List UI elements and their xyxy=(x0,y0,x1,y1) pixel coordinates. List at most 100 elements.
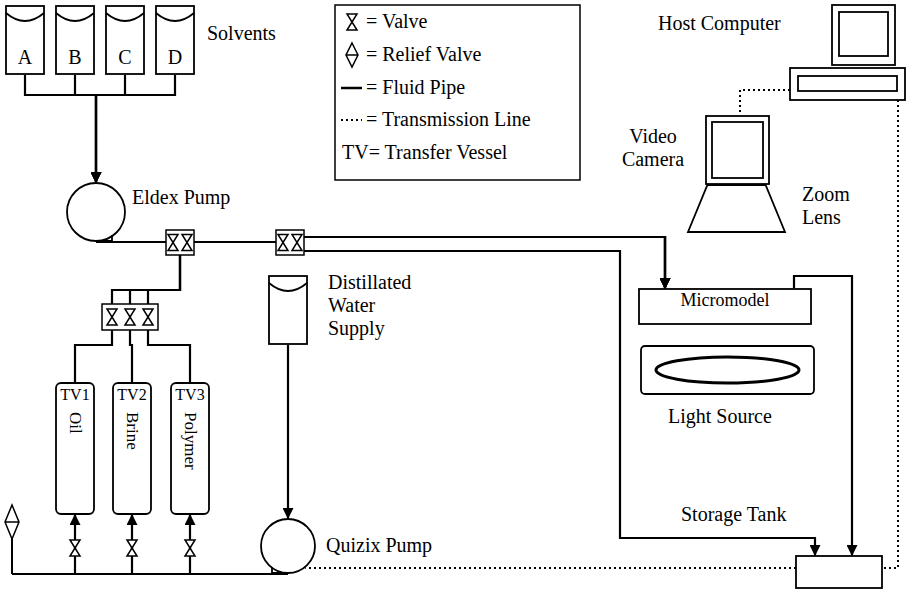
node-text: C xyxy=(118,46,131,69)
valve-box xyxy=(166,230,194,255)
video-camera: Video Camera xyxy=(705,115,770,185)
valve-symbol xyxy=(70,540,80,556)
shape-part xyxy=(688,185,785,232)
node-text: D xyxy=(168,46,182,69)
valve-symbol xyxy=(185,540,195,556)
node-text: Zoom Lens xyxy=(802,183,866,229)
node-text: Micromodel xyxy=(681,290,770,311)
transfer-vessel: TV1Oil xyxy=(55,382,95,515)
light-source: Light Source xyxy=(640,345,815,395)
node-text: Distillated Water Supply xyxy=(328,271,432,340)
valve-symbol xyxy=(127,540,137,556)
shape-part xyxy=(269,276,307,344)
valve-box xyxy=(276,230,304,255)
shape-outline xyxy=(640,345,815,395)
shape-part xyxy=(712,122,763,178)
legend-text: TV= Transfer Vessel xyxy=(342,141,507,164)
shape-part xyxy=(56,383,94,514)
shape-part xyxy=(171,383,209,514)
fluid-pipe xyxy=(287,345,289,518)
shape-part xyxy=(641,346,814,394)
shape-part xyxy=(56,6,94,74)
solvent-bottle: C xyxy=(105,5,145,75)
fluid-pipe xyxy=(96,242,815,555)
shape-part xyxy=(706,116,769,184)
zoom-lens: Zoom Lens xyxy=(688,185,785,232)
shape-outline xyxy=(795,555,883,589)
pump: Quizix Pump xyxy=(260,518,316,574)
shape-outline xyxy=(260,518,316,574)
node-text: Quizix Pump xyxy=(326,534,432,557)
fluid-pipe xyxy=(75,515,288,574)
relief-valve-symbol xyxy=(346,43,358,67)
node-text: Light Source xyxy=(668,405,772,428)
solvent-bottle: B xyxy=(55,5,95,75)
fluid-pipe xyxy=(25,75,96,182)
relief-pipe xyxy=(12,539,75,574)
shape-part xyxy=(56,13,94,21)
pipe-sample xyxy=(341,87,362,90)
shape-part xyxy=(6,6,44,74)
node-text: Storage Tank xyxy=(681,503,786,526)
shape-part xyxy=(796,556,882,588)
fluid-pipe xyxy=(148,237,665,382)
shape-part xyxy=(156,13,194,21)
node-text: A xyxy=(18,46,32,69)
water-bottle: Distillated Water Supply xyxy=(268,275,308,345)
valve-symbol xyxy=(182,235,192,251)
shape-part xyxy=(67,183,125,241)
valve-symbol xyxy=(143,309,153,325)
pump: Eldex Pump xyxy=(66,182,126,242)
legend-box xyxy=(335,5,580,180)
shape-part xyxy=(832,5,895,65)
shape-part xyxy=(272,567,288,573)
shape-part xyxy=(113,383,151,514)
relief-valve-symbol xyxy=(5,505,19,539)
valve-symbol xyxy=(292,235,302,251)
legend-text: = Fluid Pipe xyxy=(366,76,465,99)
shape-outline xyxy=(688,185,785,232)
fluid-pipe xyxy=(130,237,665,382)
shape-part xyxy=(839,12,888,56)
shape-part xyxy=(6,13,44,21)
host-computer: Host Computer xyxy=(790,5,905,100)
shape-part xyxy=(269,283,307,291)
legend-text: = Relief Valve xyxy=(366,43,481,66)
shape-part xyxy=(106,6,144,74)
node-text: B xyxy=(68,46,81,69)
legend-text: = Valve xyxy=(366,10,427,33)
transmission-line xyxy=(740,90,790,115)
fluid-pipe xyxy=(96,75,175,182)
solvent-bottle: A xyxy=(5,5,45,75)
shape-outline xyxy=(66,182,126,242)
legend-text: = Transmission Line xyxy=(366,108,531,131)
shape-outline xyxy=(790,5,905,100)
fluid-pipe xyxy=(96,75,125,182)
node-text: Oil xyxy=(65,412,85,434)
node-text: Brine xyxy=(122,412,142,450)
valve-symbol xyxy=(125,309,135,325)
shape-outline xyxy=(705,115,770,185)
shape-part xyxy=(798,76,897,91)
transmission-line xyxy=(305,100,898,568)
node-text: Video Camera xyxy=(609,125,697,171)
node-text: TV1 xyxy=(60,386,89,404)
node-text: TV2 xyxy=(117,386,146,404)
storage-tank: Storage Tank xyxy=(795,555,883,589)
shape-part xyxy=(96,235,112,241)
fluid-pipe xyxy=(75,237,665,382)
shape-part xyxy=(639,289,811,324)
valve-symbol xyxy=(107,309,117,325)
shape-part xyxy=(790,68,905,100)
group-label: Solvents xyxy=(207,22,276,45)
valve-symbol xyxy=(278,235,288,251)
valve-box xyxy=(102,304,158,330)
valve-symbol xyxy=(347,14,357,30)
fluid-pipe xyxy=(75,75,96,182)
transmission-sample xyxy=(341,119,362,121)
shape-part xyxy=(156,6,194,74)
shape-outline xyxy=(268,275,308,345)
valve-symbol xyxy=(168,235,178,251)
solvent-bottle: D xyxy=(155,5,195,75)
node-text: Host Computer xyxy=(658,12,781,35)
